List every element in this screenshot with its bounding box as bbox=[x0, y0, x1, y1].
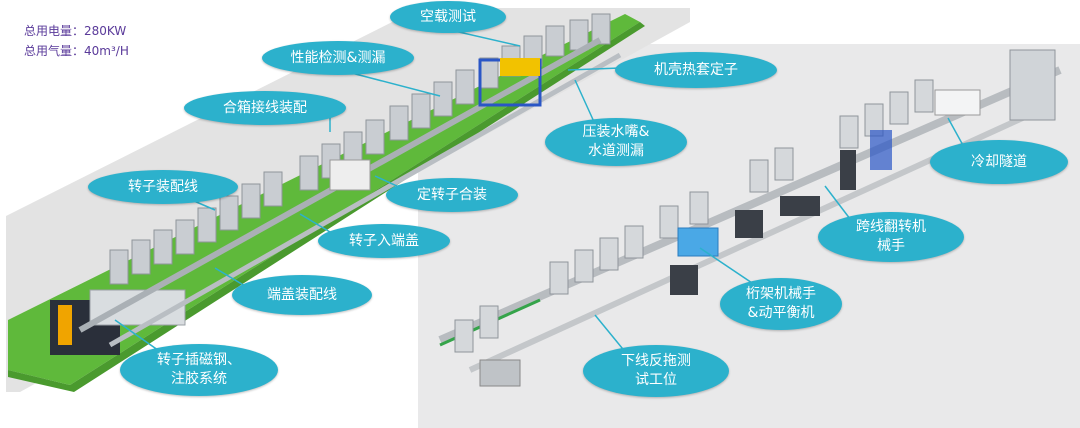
callout-performance-leak-test: 性能检测&测漏 bbox=[262, 41, 414, 75]
callout-pointers bbox=[114, 29, 971, 371]
callout-rotor-into-endcover: 转子入端盖 bbox=[318, 224, 450, 258]
callout-endcover-assembly-line: 端盖装配线 bbox=[232, 275, 372, 315]
callout-press-nozzle-leak: 压装水嘴&水道测漏 bbox=[545, 118, 687, 166]
utility-stats: 总用电量：280KW 总用气量：40m³/H bbox=[24, 21, 129, 61]
callout-offline-drag-test: 下线反拖测试工位 bbox=[583, 345, 729, 397]
callout-housing-heat-fit-stator: 机壳热套定子 bbox=[615, 52, 777, 88]
callout-rotor-assembly-line: 转子装配线 bbox=[88, 170, 238, 204]
callout-stator-rotor-assembly: 定转子合装 bbox=[386, 178, 518, 212]
total-power-label: 总用电量：280KW bbox=[24, 24, 127, 38]
callout-box-wiring-assembly: 合箱接线装配 bbox=[184, 91, 346, 125]
callout-cross-line-flip-robot: 跨线翻转机械手 bbox=[818, 212, 964, 262]
right-line-machines bbox=[438, 49, 1062, 387]
callout-gantry-robot-balancer: 桁架机械手&动平衡机 bbox=[720, 278, 842, 330]
callout-rotor-magnet-glue: 转子插磁钢、注胶系统 bbox=[120, 344, 278, 396]
callout-cooling-tunnel: 冷却隧道 bbox=[930, 140, 1068, 184]
total-air-label: 总用气量：40m³/H bbox=[24, 44, 129, 58]
left-line-machines bbox=[50, 13, 622, 355]
callout-empty-load-test: 空载测试 bbox=[390, 1, 506, 33]
